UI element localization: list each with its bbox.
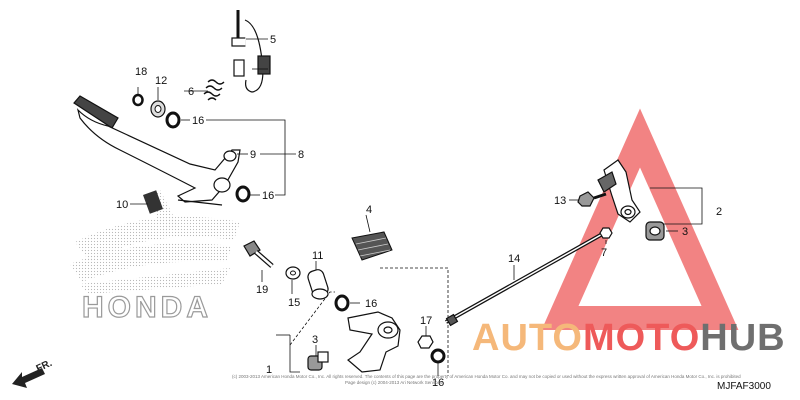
watermark-auto: AUTO	[472, 317, 583, 359]
nut-7	[599, 227, 613, 239]
watermark-triangle-logo	[541, 108, 739, 330]
label-14: 14	[508, 253, 520, 265]
washer-18	[132, 93, 144, 107]
o-ring-16d	[430, 348, 446, 364]
direction-label: FR.	[35, 358, 54, 375]
label-16d: 16	[432, 377, 444, 389]
footpeg-bracket	[347, 311, 401, 373]
return-spring	[203, 79, 225, 101]
brake-light-switch	[231, 10, 271, 93]
label-16c: 16	[365, 298, 377, 310]
front-direction-arrow: FR.	[12, 358, 54, 388]
brake-rod-joint	[143, 190, 163, 214]
pivot-bolt	[243, 240, 274, 268]
brake-pedal	[73, 95, 241, 206]
honda-wordmark: HONDA	[82, 291, 212, 324]
label-18: 18	[135, 66, 147, 78]
label-19: 19	[256, 284, 268, 296]
label-6: 6	[188, 86, 194, 98]
watermark-wordmark: AUTOMOTOHUB	[472, 317, 786, 359]
bolt-3-upper	[645, 221, 665, 241]
o-ring-16a	[165, 111, 181, 129]
label-16b: 16	[262, 190, 274, 202]
washer-15	[285, 266, 301, 280]
nut-17	[417, 335, 434, 349]
o-ring-16b	[235, 185, 251, 203]
label-7: 7	[601, 247, 607, 259]
label-10: 10	[116, 199, 128, 211]
washer-12	[150, 100, 166, 118]
label-2: 2	[716, 206, 722, 218]
label-12: 12	[155, 75, 167, 87]
label-11: 11	[312, 250, 323, 262]
label-5: 5	[270, 34, 276, 46]
copyright-line-1: (c) 2003-2013 American Honda Motor Co., …	[232, 374, 741, 379]
label-3-upper: 3	[682, 226, 688, 238]
collar	[307, 269, 329, 300]
label-13: 13	[554, 195, 566, 207]
bolt-13	[577, 191, 607, 207]
bolt-3-lower	[307, 351, 329, 371]
assembly-box	[289, 267, 449, 376]
label-1: 1	[266, 364, 272, 376]
leader-lines	[130, 38, 703, 376]
part-number-callouts: 18 12 6 5 16 9 8 10 16 4 11 19 15 16 3 1…	[116, 34, 722, 389]
label-16a: 16	[192, 115, 204, 127]
label-3-lower: 3	[312, 334, 318, 346]
label-17: 17	[420, 315, 432, 327]
copyright-line-2: Page design (c) 2004-2013 Ari Network Se…	[345, 380, 443, 385]
honda-wing-logo	[70, 190, 240, 294]
diagram-code: MJFAF3000	[717, 381, 771, 392]
shift-rod	[445, 230, 607, 327]
watermark-moto: MOTO	[583, 317, 700, 359]
label-4: 4	[366, 204, 372, 216]
o-ring-16c	[334, 294, 350, 312]
label-8: 8	[298, 149, 304, 161]
watermark-hub: HUB	[700, 317, 785, 359]
label-9: 9	[250, 149, 256, 161]
footpeg-rubber	[351, 231, 393, 261]
label-15: 15	[288, 297, 300, 309]
shift-arm	[597, 159, 641, 223]
